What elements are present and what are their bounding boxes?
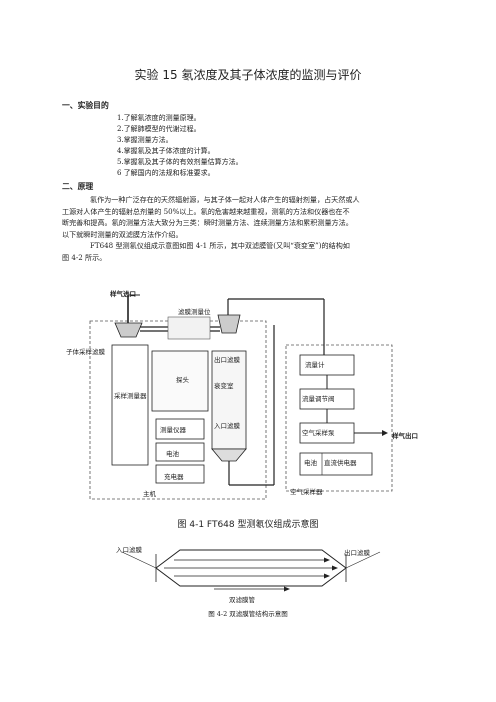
label-battery-2: 电池 xyxy=(304,459,317,467)
figure-4-2-caption: 图 4-2 双滤膜管结构示意图 xyxy=(208,610,288,618)
label-tube-inlet-filter: 入口滤膜 xyxy=(116,546,142,554)
label-sample-outlet: 样气出口 xyxy=(392,432,418,440)
page-title: 实验 15 氡浓度及其子体浓度的监测与评价 xyxy=(134,68,362,82)
label-host: 主机 xyxy=(143,490,156,498)
label-instrument: 测量仪器 xyxy=(160,426,186,434)
section-heading-principle: 二、原理 xyxy=(62,182,94,191)
label-flowmeter: 流量计 xyxy=(305,361,325,369)
label-battery: 电池 xyxy=(166,450,179,458)
paragraph-line: FT648 型测氡仪组成示意图如图 4-1 所示，其中双滤膜管(又叫“衰变室”)… xyxy=(90,241,350,250)
label-dc-supply: 直流供电器 xyxy=(324,459,357,467)
paragraph-line: 图 4-2 所示。 xyxy=(62,252,107,262)
list-item: 5.掌握氡及其子体的有效剂量估算方法。 xyxy=(117,158,243,166)
paragraph-line: 工源对人体产生的辐射总剂量的 50%以上。氡的危害越来越重视，测氡的方法和仪器也… xyxy=(62,206,350,216)
label-double-filter-tube: 双滤膜管 xyxy=(229,596,255,604)
label-progeny-filter: 子体采样滤膜 xyxy=(66,348,105,356)
principle-paragraph: 氡作为一种广泛存在的天然辐射源，与其子体一起对人体产生的辐射剂量，占天然或人 工… xyxy=(62,194,424,263)
label-sample-inlet: 样气进口 xyxy=(110,290,136,298)
label-flow-valve: 流量调节阀 xyxy=(302,395,335,403)
purpose-list: 1.了解氡浓度的测量原理。 2.了解肺模型的代谢过程。 3.掌握测量方法。 4.… xyxy=(117,113,243,179)
label-filter-position: 滤膜测量位 xyxy=(178,308,211,316)
list-item: 1.了解氡浓度的测量原理。 xyxy=(117,114,201,122)
list-item: 2.了解肺模型的代谢过程。 xyxy=(117,125,201,133)
label-sampling-meter: 采样测量器 xyxy=(114,392,147,400)
label-probe: 探头 xyxy=(176,376,189,384)
list-item: 4.掌握氡及其子体浓度的计算。 xyxy=(117,147,215,155)
label-air-pump: 空气采样泵 xyxy=(302,429,335,437)
label-decay-chamber: 衰变室 xyxy=(214,382,234,390)
figure-4-1-diagram xyxy=(89,294,393,500)
label-air-sampler: 空气采样器 xyxy=(290,488,323,496)
paragraph-line: 氡作为一种广泛存在的天然辐射源，与其子体一起对人体产生的辐射剂量，占天然或人 xyxy=(90,195,360,204)
label-inlet-filter: 入口滤膜 xyxy=(214,422,240,430)
paragraph-line: 以下就瞬时测量的双滤膜方法作介绍。 xyxy=(62,229,183,239)
figure-4-1-caption: 图 4-1 FT648 型测氡仪组成示意图 xyxy=(177,520,319,530)
label-charger: 充电器 xyxy=(164,473,184,481)
figure-4-2-diagram xyxy=(121,549,381,592)
list-item: 3.掌握测量方法。 xyxy=(117,136,173,144)
label-tube-outlet-filter: 出口滤膜 xyxy=(344,549,370,557)
section-heading-purpose: 一、实验目的 xyxy=(62,101,109,110)
list-item: 6 了解国内的法规和标准要求。 xyxy=(117,169,215,177)
paragraph-line: 断完善和提高。氡的测量方法大致分为三类：瞬时测量方法、连续测量方法和累积测量方法… xyxy=(62,218,353,227)
label-outlet-filter: 出口滤膜 xyxy=(214,356,240,364)
